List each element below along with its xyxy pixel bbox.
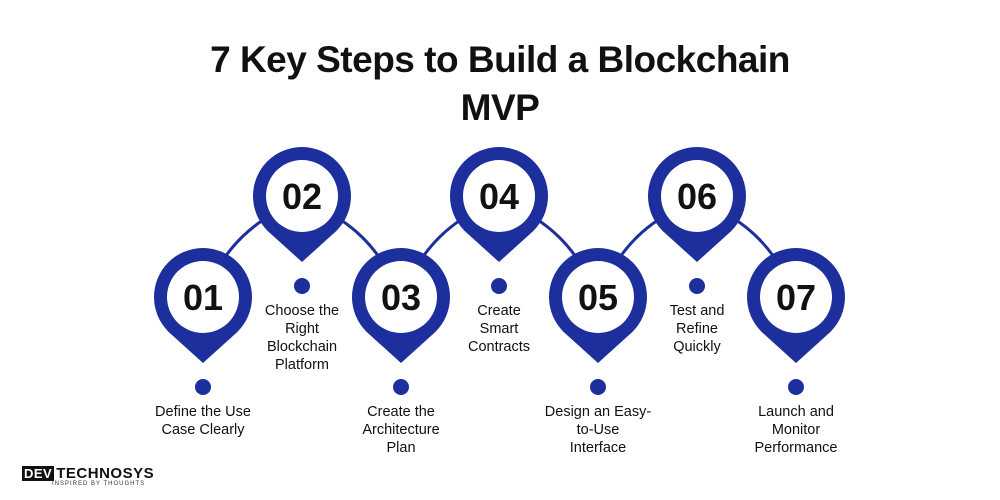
step-pin-04: 04 <box>450 147 548 294</box>
step-dot <box>195 379 211 395</box>
step-label-line: Launch and <box>758 404 834 420</box>
step-number: 06 <box>677 176 717 217</box>
step-label-line: Create the <box>367 404 435 420</box>
step-pin-01: 01 <box>153 248 252 395</box>
title-line-2: MVP <box>460 87 540 128</box>
step-label-line: to-Use <box>576 422 620 438</box>
step-pin-07: 07 <box>747 248 846 395</box>
step-label-line: Design an Easy- <box>544 404 652 420</box>
step-label-line: Architecture <box>362 422 440 438</box>
pin-inner-circle <box>365 261 437 333</box>
step-label-line: Contracts <box>467 339 531 355</box>
step-dot <box>689 278 705 294</box>
logo-brand: TECHNOSYS <box>56 465 155 482</box>
step-label-line: Test and <box>669 303 725 319</box>
step-pin-02: 02 <box>253 147 351 294</box>
step-label-line: Choose the <box>264 303 340 319</box>
step-pin-06: 06 <box>647 147 746 294</box>
step-label-line: Performance <box>754 440 838 456</box>
step-label-line: Interface <box>569 440 627 456</box>
pin-inner-circle <box>760 261 832 333</box>
step-dot <box>294 278 310 294</box>
pin-inner-circle <box>562 261 634 333</box>
title-line-1: 7 Key Steps to Build a Blockchain <box>210 39 790 80</box>
step-label-line: Define the Use <box>155 404 251 420</box>
step-label-line: Create <box>477 303 521 319</box>
pin-inner-circle <box>167 261 239 333</box>
step-label-line: Right <box>285 321 319 337</box>
logo-dev-box: DEV <box>22 466 55 481</box>
step-number: 04 <box>479 176 519 217</box>
step-label-line: Smart <box>479 321 519 337</box>
step-pin-05: 05 <box>549 248 647 395</box>
step-number: 01 <box>183 277 223 318</box>
step-dot <box>590 379 606 395</box>
step-label-line: Refine <box>676 321 718 337</box>
pin-inner-circle <box>463 160 535 232</box>
pin-inner-circle <box>661 160 733 232</box>
step-label-line: Blockchain <box>266 339 338 355</box>
step-number: 02 <box>282 176 322 217</box>
step-label-line: Monitor <box>771 422 821 438</box>
step-dot <box>393 379 409 395</box>
logo-tagline: INSPIRED BY THOUGHTS <box>52 481 146 487</box>
step-label-line: Plan <box>386 440 416 456</box>
step-pin-03: 03 <box>351 248 450 395</box>
page-title: 7 Key Steps to Build a Blockchain MVP <box>0 36 1000 132</box>
step-number: 05 <box>578 277 618 318</box>
step-label-line: Platform <box>275 357 329 373</box>
step-label-line: Case Clearly <box>161 422 245 438</box>
pin-inner-circle <box>266 160 338 232</box>
step-number: 07 <box>776 277 816 318</box>
step-dot <box>788 379 804 395</box>
step-label-line: Quickly <box>673 339 721 355</box>
step-number: 03 <box>381 277 421 318</box>
step-dot <box>491 278 507 294</box>
